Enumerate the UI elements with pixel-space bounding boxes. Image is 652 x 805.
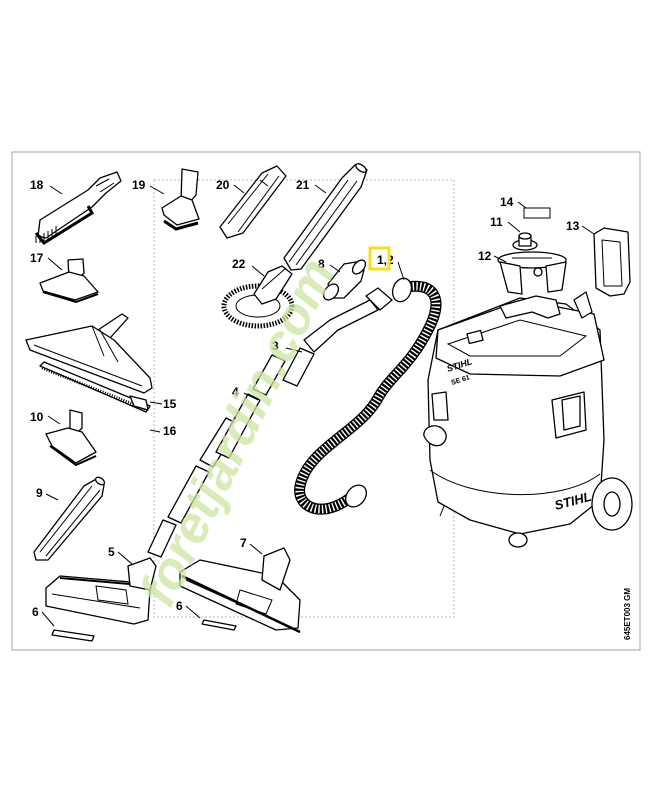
part-19-upholstery-nozzle (161, 168, 200, 231)
part-18-upholstery-brush (34, 171, 122, 245)
part-15-floor-nozzle (25, 313, 153, 394)
callout-4: 4 (232, 385, 239, 399)
callout-8: 8 (318, 257, 325, 271)
part-4-suction-tubes (147, 354, 286, 558)
part-7-floor-nozzle (179, 547, 301, 634)
callout-16: 16 (163, 424, 177, 438)
callout-6-right: 6 (176, 599, 183, 613)
callout-19: 19 (132, 178, 146, 192)
part-1-2-hose (294, 277, 442, 515)
callout-15: 15 (163, 397, 177, 411)
callout-14: 14 (500, 195, 514, 209)
part-3-suction-tube (282, 287, 393, 387)
callout-21: 21 (296, 178, 310, 192)
callout-3: 3 (272, 339, 279, 353)
vacuum-cleaner (423, 291, 633, 548)
part-16-brush-strip (39, 361, 151, 413)
callout-9: 9 (36, 486, 43, 500)
outer-frame (11, 151, 641, 651)
callout-5: 5 (108, 545, 115, 559)
highlight-box-1-2 (368, 246, 391, 271)
accessory-subframe (153, 179, 455, 618)
part-22-round-brush (221, 265, 295, 329)
callout-22: 22 (232, 257, 246, 271)
callout-1-2: 1,2 (377, 253, 394, 267)
part-20-flat-nozzle (219, 165, 287, 239)
part-5-floor-nozzle (45, 557, 157, 625)
part-21-crevice-nozzle (283, 163, 368, 271)
part-17-floor-nozzle-small (39, 258, 99, 304)
callout-12: 12 (478, 249, 492, 263)
part-10-nozzle (45, 409, 97, 467)
callout-7: 7 (240, 536, 247, 550)
part-8-adapter (322, 259, 367, 301)
drawing-code: 645ET003 GM (623, 588, 632, 640)
part-9-crevice-tool (33, 476, 106, 561)
part-12-filter-basket (497, 251, 567, 295)
part-13-bag-holder (593, 227, 631, 297)
part-11-filter-cap (512, 232, 538, 251)
part-6-strip-left (51, 629, 95, 642)
callout-20: 20 (216, 178, 230, 192)
callout-6-left: 6 (32, 605, 39, 619)
callout-17: 17 (30, 251, 44, 265)
part-6-strip-right (201, 619, 237, 631)
callout-18: 18 (30, 178, 44, 192)
callout-11: 11 (490, 215, 503, 229)
leader-lines (41, 184, 595, 627)
callout-10: 10 (30, 410, 44, 424)
callout-numbers: 18 19 20 21 17 22 8 1,2 3 4 15 16 10 9 5… (30, 178, 580, 619)
part-14-label-sticker (523, 207, 551, 219)
callout-13: 13 (566, 219, 580, 233)
